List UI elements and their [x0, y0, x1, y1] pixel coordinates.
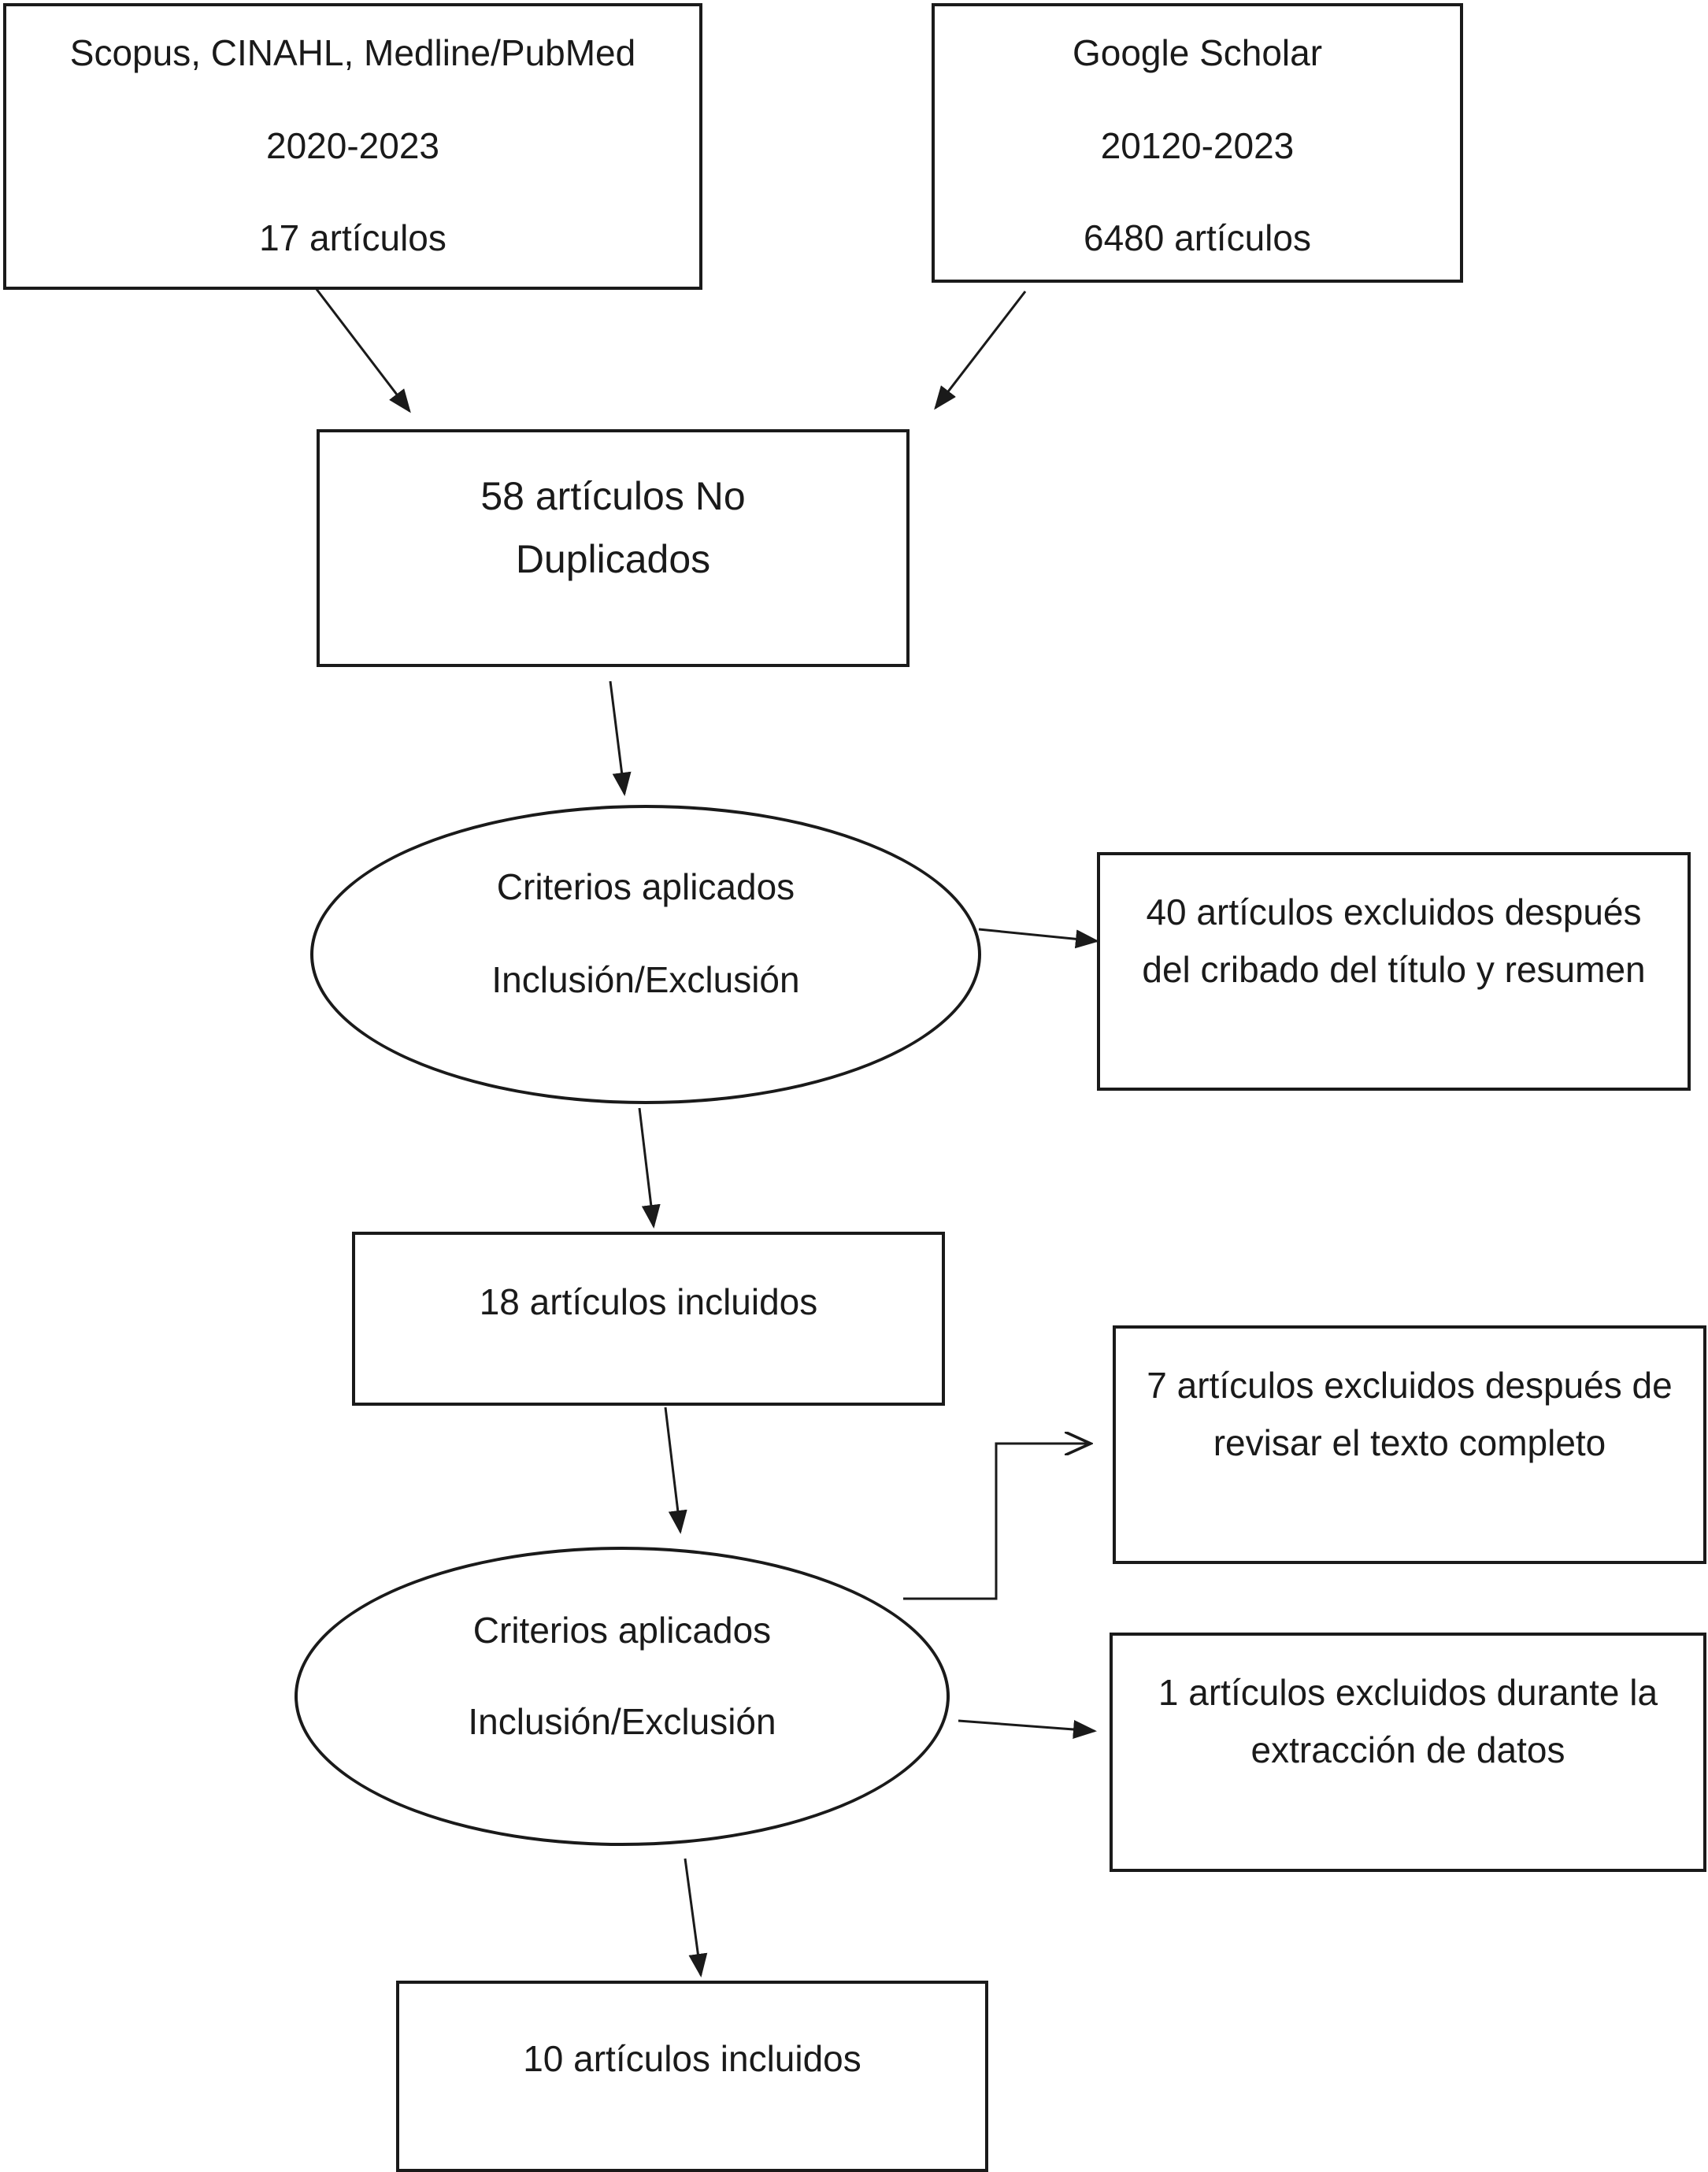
excluded-title-abstract-text: 40 artículos excluidos después del criba… — [1142, 891, 1646, 990]
criteria-ellipse-2: Criterios aplicados Inclusión/Exclusión — [295, 1547, 950, 1846]
excluded-title-abstract-box: 40 artículos excluidos después del criba… — [1097, 852, 1691, 1091]
source-databases-label: Scopus, CINAHL, Medline/PubMed — [69, 32, 636, 73]
criteria-1-line1: Criterios aplicados — [496, 866, 795, 907]
arrow-criteria2-to-excluded-fulltext — [903, 1444, 1091, 1600]
source-scholar-label: Google Scholar — [1072, 32, 1323, 73]
criteria-1-line2: Inclusión/Exclusión — [491, 959, 800, 1000]
no-duplicates-line1: 58 artículos No — [480, 474, 746, 518]
criteria-ellipse-1: Criterios aplicados Inclusión/Exclusión — [310, 805, 981, 1104]
excluded-fulltext-box: 7 artículos excluidos después de revisar… — [1113, 1325, 1706, 1564]
source-scholar-box: Google Scholar 20120-2023 6480 artículos — [932, 3, 1463, 283]
arrow-criteria2-to-included10 — [684, 1858, 708, 1977]
arrow-criteria1-to-included18 — [638, 1107, 661, 1229]
source-databases-box: Scopus, CINAHL, Medline/PubMed 2020-2023… — [3, 3, 702, 290]
source-scholar-years: 20120-2023 — [1100, 125, 1295, 166]
source-databases-count: 17 artículos — [259, 217, 446, 258]
excluded-extraction-box: 1 artículos excluidos durante la extracc… — [1110, 1633, 1706, 1872]
included-10-box: 10 artículos incluidos — [396, 1981, 988, 2172]
no-duplicates-line2: Duplicados — [515, 537, 711, 581]
criteria-2-line1: Criterios aplicados — [472, 1610, 772, 1651]
arrow-dedup-to-criteria1 — [609, 680, 632, 796]
source-scholar-count: 6480 artículos — [1084, 217, 1311, 258]
excluded-extraction-text: 1 artículos excluidos durante la extracc… — [1158, 1672, 1658, 1770]
source-databases-years: 2020-2023 — [266, 125, 439, 166]
arrow-db-to-dedup — [312, 284, 411, 413]
arrow-criteria1-to-excluded — [978, 928, 1099, 949]
arrow-criteria2-to-excluded-extraction — [958, 1719, 1097, 1739]
excluded-fulltext-text: 7 artículos excluidos después de revisar… — [1147, 1365, 1673, 1463]
included-18-text: 18 artículos incluidos — [479, 1281, 818, 1322]
criteria-2-line2: Inclusión/Exclusión — [468, 1701, 776, 1742]
included-18-box: 18 artículos incluidos — [352, 1232, 945, 1406]
arrow-scholar-to-dedup — [934, 291, 1027, 410]
no-duplicates-box: 58 artículos No Duplicados — [317, 429, 910, 667]
included-10-text: 10 artículos incluidos — [523, 2038, 861, 2079]
arrow-included18-to-criteria2 — [664, 1407, 687, 1534]
